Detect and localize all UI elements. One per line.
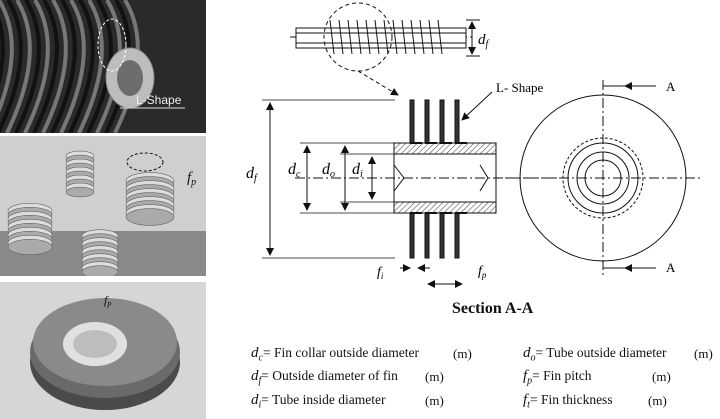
top-fin [419,19,425,55]
legend-subscript: t [527,399,530,411]
fin-bottom [409,212,415,259]
legend-symbol: f [523,392,528,408]
legend-symbol: d [251,368,259,384]
dimension-lines [262,91,493,288]
top-fin [401,19,407,55]
top-fin [365,19,371,55]
fin-top [454,99,460,144]
fin-bottom [439,212,445,259]
fp-photo-label: fp [187,170,196,188]
section-marker-top: A [666,79,676,94]
legend-text: = Fin thickness [529,392,613,407]
top-fin [410,19,416,55]
top-fin [437,19,443,55]
legend-item: fp= Fin pitch [523,368,592,387]
legend-text: = Fin collar outside diameter [262,345,420,360]
legend-text: = Outside diameter of fin [261,368,398,383]
top-fin [329,19,335,55]
photo-fin-samples: fp [0,136,206,276]
legend-item: do= Tube outside diameter [523,345,666,364]
top-fin [338,19,344,55]
legend-unit: (m) [694,346,713,361]
legend-unit: (m) [425,369,444,384]
legend-item: ft= Fin thickness [523,392,613,411]
top-fin [356,19,362,55]
photo-l-shape-fin-ring: fp [0,282,206,419]
legend-item: di= Tube inside diameter [251,392,386,411]
l-shape-label: L- Shape [496,80,544,95]
fp-label: fp [478,264,487,280]
legend-text: = Tube outside diameter [535,345,667,360]
top-fin [383,19,389,55]
legend-unit: (m) [652,369,671,384]
legend-unit: (m) [425,393,444,408]
top-df-label: df [478,32,490,50]
df-label: df [246,165,258,184]
do-label: do [322,161,335,180]
top-fin [392,19,398,55]
top-fin [347,19,353,55]
section-title: Section A-A [452,300,534,317]
l-shape-photo-label: L-Shape [136,93,182,107]
legend-symbol: f [523,368,528,384]
top-fin [428,19,434,55]
legend-subscript: i [258,399,262,411]
section-side-view [295,99,560,259]
legend-text: = Tube inside diameter [261,392,386,407]
legend-subscript: c [258,352,263,364]
top-fin [374,19,380,55]
dc-label: dc [288,161,301,180]
legend-unit: (m) [453,346,472,361]
top-schematic [290,2,480,96]
legend-subscript: p [527,375,533,387]
legend-symbol: d [251,392,259,408]
fin-top [439,99,445,144]
legend-text: = Fin pitch [532,368,592,383]
section-marker-bottom: A [666,260,676,275]
legend-symbol: d [251,345,259,361]
fin-top [409,99,415,144]
legend-unit: (m) [648,393,667,408]
fp-photo3-label: fp [104,293,111,308]
front-view [505,80,700,276]
legend-item: dc= Fin collar outside diameter [251,345,419,364]
fi-label: fi [377,265,384,281]
legend-subscript: f [258,375,262,387]
legend-symbol: d [523,345,531,361]
legend-subscript: o [530,352,536,364]
di-label: di [352,161,363,180]
fin-bottom [424,212,430,259]
photo-finned-tube-closeup: L-Shape [0,0,206,133]
legend-item: df= Outside diameter of fin [251,368,398,387]
fin-top [424,99,430,144]
fin-bottom [454,212,460,259]
